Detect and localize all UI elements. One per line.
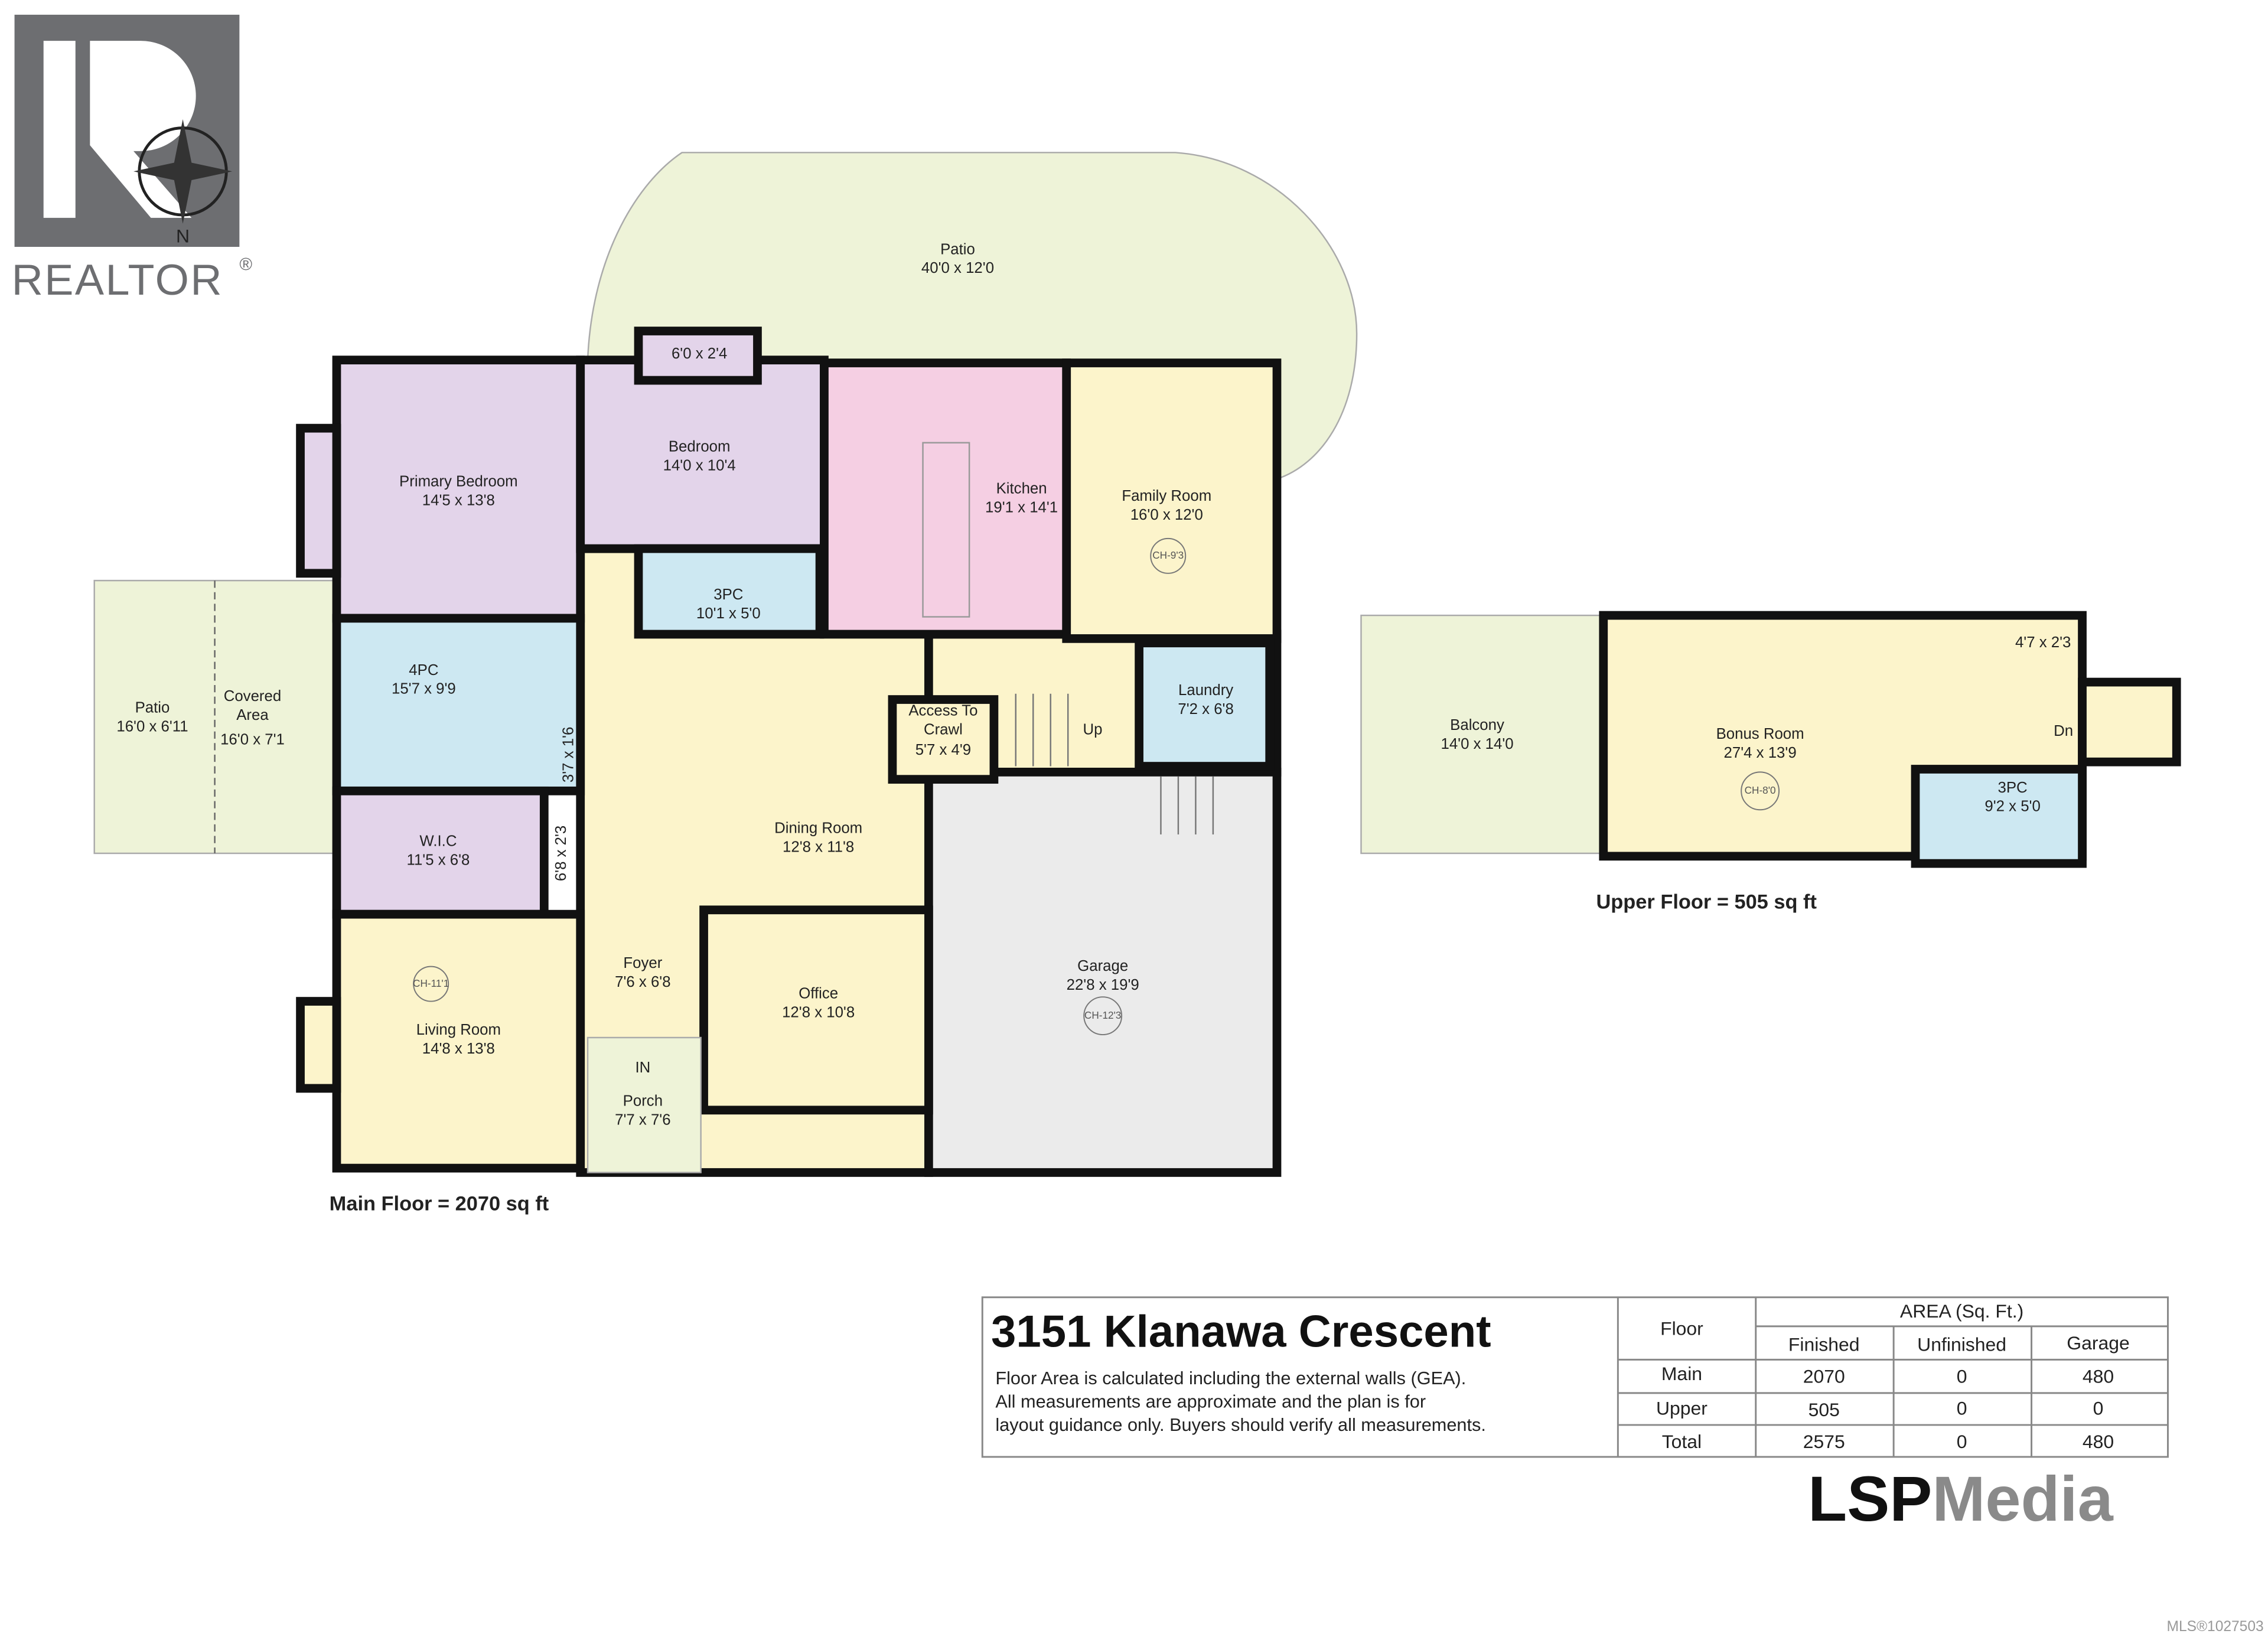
- upper-bathroom-3pc: [1911, 765, 2087, 868]
- access-to-crawl-name: Access To Crawl: [908, 702, 978, 739]
- porch: [586, 1036, 702, 1173]
- svg-text:CH-12'3: CH-12'3: [1084, 1009, 1122, 1021]
- svg-text:Garage: Garage: [2067, 1332, 2129, 1354]
- svg-text:4'7 x 2'3: 4'7 x 2'3: [2015, 634, 2071, 651]
- patio-rear: [586, 152, 1358, 480]
- svg-text:Main: Main: [1661, 1363, 1702, 1384]
- kitchen: [820, 358, 1071, 639]
- kitchen-island: [922, 442, 970, 618]
- svg-text:CH-9'3: CH-9'3: [1152, 549, 1184, 561]
- svg-text:6'0 x 2'4: 6'0 x 2'4: [672, 345, 727, 362]
- living-bay: [296, 997, 341, 1093]
- office: [699, 905, 933, 1115]
- entry-label: IN: [635, 1059, 650, 1076]
- svg-text:480: 480: [2083, 1431, 2114, 1452]
- balcony: [1360, 614, 1605, 855]
- svg-text:2575: 2575: [1803, 1431, 1845, 1452]
- mls-number: MLS®1027503: [2167, 1619, 2264, 1635]
- lspmedia-logo: LSPMedia: [1808, 1463, 2113, 1534]
- stair-down-label: Dn: [2054, 723, 2073, 739]
- living-room: [332, 909, 585, 1173]
- covered-area-name: Covered Area: [223, 687, 282, 725]
- svg-text:2070: 2070: [1803, 1366, 1845, 1387]
- svg-text:CH-8'0: CH-8'0: [1745, 784, 1776, 796]
- bedroom: [576, 356, 829, 553]
- svg-text:6'8 x 2'3: 6'8 x 2'3: [553, 826, 569, 881]
- svg-text:0: 0: [1957, 1431, 1967, 1452]
- svg-text:Unfinished: Unfinished: [1917, 1334, 2006, 1355]
- realtor-wordmark: REALTOR: [12, 255, 223, 304]
- realtor-logo: N REALTOR ®: [12, 14, 252, 304]
- stair-up-label: Up: [1083, 722, 1102, 738]
- svg-text:W.I.C11'5 x 6'8: W.I.C11'5 x 6'8: [407, 833, 470, 869]
- svg-text:CH-11'1: CH-11'1: [413, 977, 449, 989]
- svg-text:5'7 x 4'9: 5'7 x 4'9: [915, 742, 971, 758]
- info-box: 3151 Klanawa Crescent Floor Area is calc…: [981, 1296, 2169, 1458]
- svg-text:AREA (Sq. Ft.): AREA (Sq. Ft.): [1900, 1300, 2023, 1322]
- property-address: 3151 Klanawa Crescent: [991, 1306, 1491, 1356]
- compass-icon: [133, 119, 233, 224]
- svg-text:505: 505: [1808, 1399, 1840, 1420]
- primary-bedroom: [332, 356, 585, 623]
- svg-text:Floor: Floor: [1660, 1318, 1703, 1339]
- upper-stairs: [2078, 677, 2181, 767]
- svg-text:Finished: Finished: [1788, 1334, 1860, 1355]
- bedroom-closet: [634, 327, 762, 385]
- svg-text:3'7 x 1'6: 3'7 x 1'6: [560, 727, 576, 782]
- bathroom-4pc: [332, 614, 585, 795]
- disclaimer-line: All measurements are approximate and the…: [995, 1391, 1426, 1411]
- primary-bay: [296, 423, 341, 578]
- bathroom-3pc: [634, 544, 825, 639]
- laundry: [1135, 638, 1275, 771]
- svg-text:16'0 x 7'1: 16'0 x 7'1: [220, 732, 285, 748]
- staircase: [1015, 693, 1214, 835]
- main-floor-area-label: Main Floor = 2070 sq ft: [330, 1192, 549, 1215]
- compass-north-label: N: [176, 226, 190, 247]
- svg-text:Upper: Upper: [1656, 1398, 1707, 1419]
- svg-text:0: 0: [1957, 1398, 1967, 1419]
- registered-mark: ®: [239, 255, 252, 274]
- svg-text:Total: Total: [1662, 1431, 1702, 1452]
- svg-text:0: 0: [2093, 1398, 2104, 1419]
- walk-in-closet: [332, 786, 549, 919]
- svg-text:480: 480: [2083, 1366, 2114, 1387]
- access-to-crawl: [888, 695, 999, 784]
- disclaimer-line: layout guidance only. Buyers should veri…: [995, 1414, 1486, 1435]
- upper-floor-area-label: Upper Floor = 505 sq ft: [1596, 891, 1817, 913]
- area-table: Floor AREA (Sq. Ft.) Finished Unfinished…: [1656, 1300, 2130, 1452]
- family-room: [1062, 358, 1282, 643]
- svg-text:0: 0: [1957, 1366, 1967, 1387]
- disclaimer-line: Floor Area is calculated including the e…: [995, 1368, 1466, 1388]
